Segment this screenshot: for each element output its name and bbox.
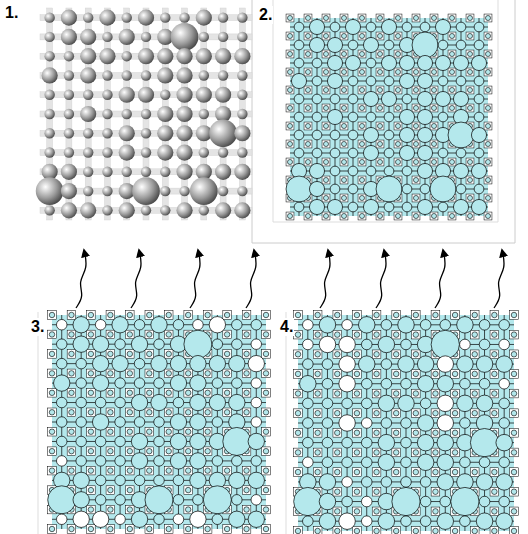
- panel-number: 1.: [4, 4, 19, 22]
- panel-number: 4.: [279, 318, 294, 336]
- wavy-arrow: [494, 250, 504, 308]
- pattern-panel: [48, 311, 271, 534]
- wavy-arrow: [246, 250, 256, 308]
- panel-number: 3.: [30, 318, 45, 336]
- pattern-panel: [286, 14, 492, 220]
- sphere-panel: [36, 8, 252, 220]
- wavy-arrow: [131, 250, 141, 308]
- panel-number: 2.: [258, 6, 273, 24]
- wavy-arrow: [376, 250, 386, 308]
- frame-line: [286, 312, 287, 534]
- frame-line: [273, 0, 498, 222]
- frame-line: [252, 0, 515, 243]
- wavy-arrow: [435, 250, 445, 308]
- wavy-arrow: [76, 250, 86, 308]
- pattern-panel: [294, 311, 519, 534]
- wavy-arrow: [190, 250, 200, 308]
- frame-line: [38, 312, 39, 534]
- wavy-arrow: [320, 250, 330, 308]
